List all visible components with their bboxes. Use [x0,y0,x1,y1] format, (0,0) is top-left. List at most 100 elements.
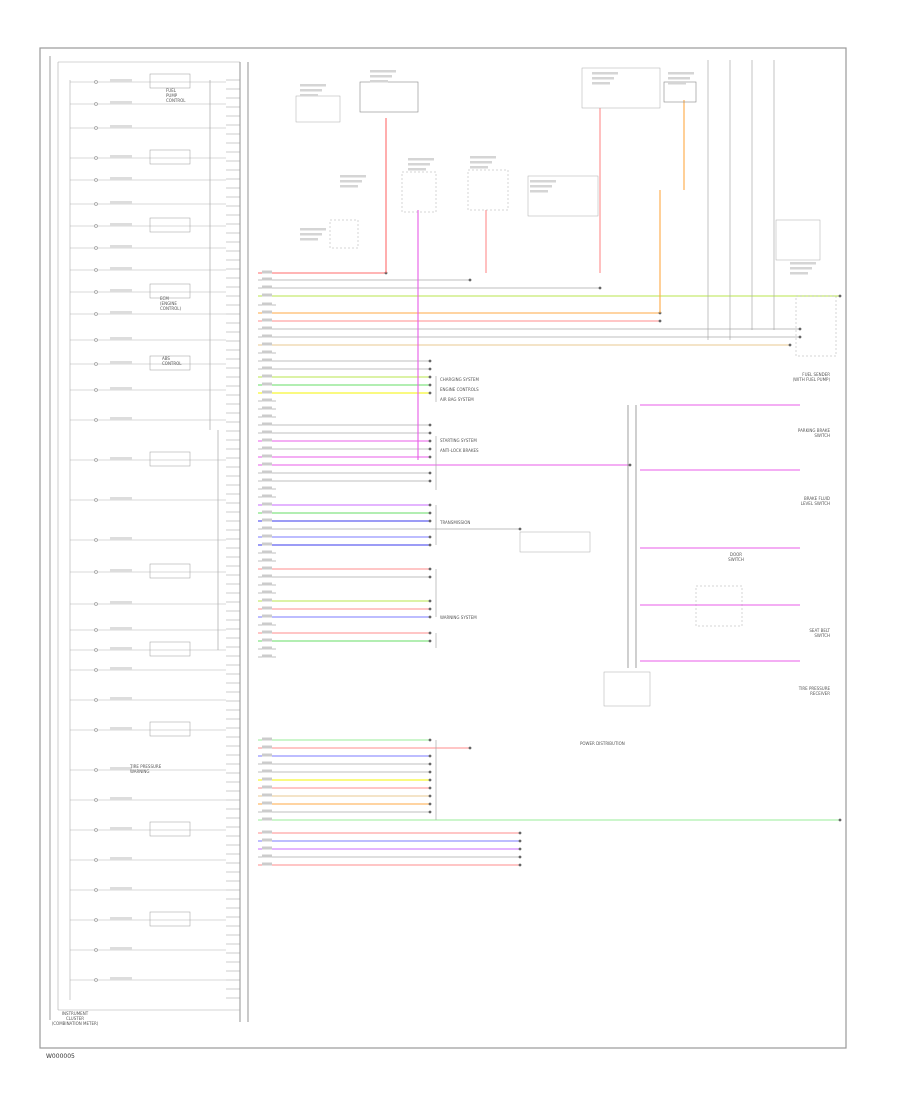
wire-terminal-13 [428,367,432,371]
wire-terminal-22 [428,439,432,443]
component-label-stub-7 [592,82,610,85]
wire-code-36 [262,550,272,554]
component-label-stub-3 [340,175,366,178]
cluster-text-stub-10 [110,289,132,292]
wire-code-48 [262,646,272,650]
right-module-bus [519,405,743,707]
wire-code-13 [262,366,272,370]
wire-terminal-61 [518,831,522,835]
cluster-block-31 [149,911,191,927]
wire-terminal-9 [798,335,802,339]
outer-frame [39,47,847,1049]
system-label-abs: ANTI-LOCK BRAKES [440,448,479,453]
cluster-text-stub-8 [110,245,132,248]
wire-code-19 [262,414,272,418]
cluster-text-stub-33 [110,977,132,980]
cluster-block-16 [149,451,191,467]
component-label-stub-2 [370,80,388,83]
vertical-feeds [385,60,800,820]
cluster-node-4 [94,156,98,160]
cluster-block-10 [149,283,191,299]
cluster-text-stub-3 [110,125,132,128]
cluster-text-stub-20 [110,601,132,604]
cluster-node-22 [94,648,98,652]
wire-terminal-27 [428,479,432,483]
wire-code-14 [262,374,272,378]
component-label-stub-5 [470,161,492,164]
wire-terminal-33 [518,527,522,531]
cluster-node-21 [94,628,98,632]
wire-code-4 [262,293,272,297]
wire-terminal-62 [518,839,522,843]
wire-code-40 [262,582,272,586]
cluster-node-10 [94,290,98,294]
component-label-stub-6 [530,180,556,183]
system-label-trans: TRANSMISSION [439,520,470,525]
cluster-block-7 [149,217,191,233]
wire-code-44 [262,614,272,618]
system-reference-labels: CHARGING SYSTEM ENGINE CONTROLS AIR BAG … [439,377,625,746]
component-label-stub-10 [300,233,322,236]
wire-code-16 [262,390,272,394]
wire-terminal-3 [598,286,602,290]
wire-terminal-47 [428,639,432,643]
cluster-node-31 [94,918,98,922]
component-label-stub-7 [592,77,614,80]
system-label-warning: WARNING SYSTEM [440,615,477,620]
cluster-node-14 [94,388,98,392]
wire-code-18 [262,406,272,410]
wire-code-47 [262,638,272,642]
wire-code-60 [262,817,272,821]
cluster-text-stub-31 [110,917,132,920]
wire-code-24 [262,454,272,458]
cluster-node-2 [94,102,98,106]
cluster-node-23 [94,668,98,672]
component-label-stub-9 [790,267,812,270]
wire-code-34 [262,534,272,538]
component-label-stub-1 [300,84,326,87]
cluster-node-25 [94,728,98,732]
cluster-text-stub-15 [110,417,132,420]
component-label-stub-9 [790,262,816,265]
wire-terminal-10 [788,343,792,347]
wire-code-31 [262,510,272,514]
connector-pins [226,79,240,999]
wire-terminal-58 [428,802,432,806]
wire-terminal-15 [428,383,432,387]
wire-terminal-14 [428,375,432,379]
wire-code-6 [262,310,272,314]
cluster-text-stub-4 [110,155,132,158]
cluster-node-9 [94,268,98,272]
cluster-text-stub-13 [110,361,132,364]
wire-code-7 [262,318,272,322]
wire-code-43 [262,606,272,610]
wire-terminal-24 [428,455,432,459]
cluster-block-19 [149,563,191,579]
wire-code-58 [262,801,272,805]
component-label-stub-4 [408,168,426,171]
wire-terminal-43 [428,607,432,611]
cluster-node-19 [94,570,98,574]
wire-code-42 [262,598,272,602]
wire-terminal-51 [468,746,472,750]
wire-code-28 [262,486,272,490]
wire-code-10 [262,342,272,346]
wire-code-50 [262,737,272,741]
cluster-block-13 [149,355,191,371]
wire-code-64 [262,854,272,858]
component-label-stub-10 [300,238,318,241]
system-label-starting: STARTING SYSTEM [440,438,477,443]
wire-terminal-57 [428,794,432,798]
cluster-block-25 [149,721,191,737]
cluster-text-stub-11 [110,311,132,314]
wire-terminal-59 [428,810,432,814]
wire-code-38 [262,566,272,570]
cluster-text-stub-21 [110,627,132,630]
wire-code-5 [262,302,272,306]
wire-terminal-60 [838,818,842,822]
cluster-node-20 [94,602,98,606]
